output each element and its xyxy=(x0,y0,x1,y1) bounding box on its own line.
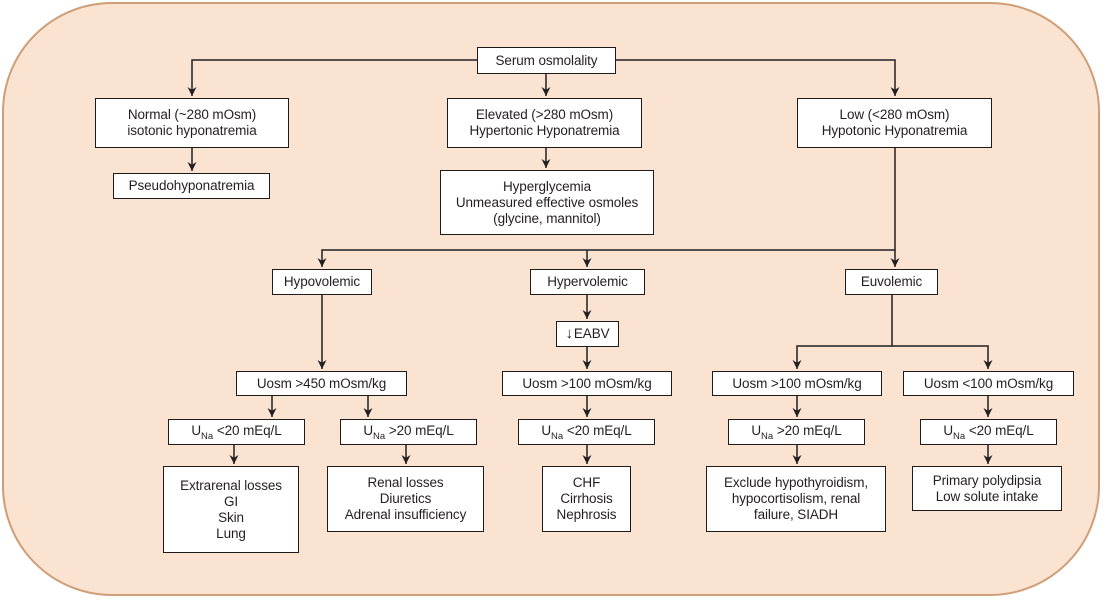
node-label: Hypovolemic xyxy=(283,274,361,289)
node-label: UNa <20 mEq/L xyxy=(921,423,1056,442)
node-hyperglycemia: Hyperglycemia Unmeasured effective osmol… xyxy=(440,170,654,235)
node-label: GI xyxy=(223,493,239,509)
una-base: U xyxy=(191,423,202,438)
node-label: Exclude hypothyroidism, xyxy=(723,475,869,490)
node-label: Cirrhosis xyxy=(560,491,613,506)
node-label: CHF xyxy=(572,475,601,490)
una-subscript: Na xyxy=(761,431,774,442)
node-extrarenal-losses: Extrarenal losses GI Skin Lung xyxy=(163,466,299,553)
node-label: ↓EABV xyxy=(557,326,618,342)
node-una-gt20-euvolemic: UNa >20 mEq/L xyxy=(728,419,865,445)
node-label: Pseudohyponatremia xyxy=(128,178,255,193)
node-uosm-gt100-hypervolemic: Uosm >100 mOsm/kg xyxy=(502,371,672,396)
node-label: UNa >20 mEq/L xyxy=(729,423,864,442)
node-label: Hypervolemic xyxy=(547,274,628,289)
node-una-lt20-hypovolemic: UNa <20 mEq/L xyxy=(168,419,305,445)
una-base: U xyxy=(541,423,552,438)
una-value: <20 mEq/L xyxy=(213,423,282,438)
una-subscript: Na xyxy=(551,431,564,442)
node-label: UNa <20 mEq/L xyxy=(169,423,304,442)
node-label: Elevated (>280 mOsm) xyxy=(475,107,614,122)
node-una-lt20-euvolemic: UNa <20 mEq/L xyxy=(920,419,1057,445)
node-label: Euvolemic xyxy=(860,274,923,289)
node-low-hypotonic: Low (<280 mOsm) Hypotonic Hyponatremia xyxy=(797,98,992,148)
node-una-gt20-hypovolemic: UNa >20 mEq/L xyxy=(340,419,477,445)
una-subscript: Na xyxy=(201,431,214,442)
connector-serum-to-low xyxy=(546,59,900,96)
node-label: (glycine, mannitol) xyxy=(493,210,601,226)
una-value: <20 mEq/L xyxy=(965,423,1034,438)
connector-low-to-hypovolemic xyxy=(317,148,896,267)
node-label: hypocortisolism, renal xyxy=(731,491,861,506)
node-euvolemic: Euvolemic xyxy=(845,269,938,295)
node-label: failure, SIADH xyxy=(753,507,839,522)
node-label: isotonic hyponatremia xyxy=(127,123,257,138)
node-hypovolemic: Hypovolemic xyxy=(272,269,372,295)
down-arrow-icon: ↓ xyxy=(565,325,573,342)
connector-serum-to-normal xyxy=(187,59,546,96)
node-una-lt20-hypervolemic: UNa <20 mEq/L xyxy=(518,419,655,445)
node-hypervolemic: Hypervolemic xyxy=(530,269,645,295)
una-value: >20 mEq/L xyxy=(385,423,454,438)
node-label: Unmeasured effective osmoles xyxy=(455,194,639,210)
node-label: Renal losses xyxy=(367,475,444,490)
una-base: U xyxy=(943,423,954,438)
node-label: Adrenal insufficiency xyxy=(344,507,467,522)
node-label: Hypertonic Hyponatremia xyxy=(469,123,620,138)
node-chf-cirrhosis-nephrosis: CHF Cirrhosis Nephrosis xyxy=(542,466,631,532)
node-label: Extrarenal losses xyxy=(180,477,282,493)
node-label: Low solute intake xyxy=(935,488,1039,504)
node-label: Primary polydipsia xyxy=(932,472,1042,488)
una-subscript: Na xyxy=(953,431,966,442)
node-uosm-gt100-euvolemic: Uosm >100 mOsm/kg xyxy=(712,371,882,396)
node-primary-polydipsia: Primary polydipsia Low solute intake xyxy=(912,466,1062,511)
node-uosm-gt450: Uosm >450 mOsm/kg xyxy=(236,371,407,396)
node-label: Hyperglycemia xyxy=(503,178,591,194)
una-value: <20 mEq/L xyxy=(563,423,632,438)
node-label: Uosm >100 mOsm/kg xyxy=(732,375,862,391)
node-label: Uosm <100 mOsm/kg xyxy=(923,375,1054,391)
node-decreased-eabv: ↓EABV xyxy=(556,321,619,347)
una-value: >20 mEq/L xyxy=(773,423,842,438)
node-label: Skin xyxy=(218,509,244,525)
connector-euvolemic-to-uosm-left xyxy=(792,295,893,369)
node-label: UNa <20 mEq/L xyxy=(519,423,654,442)
node-pseudohyponatremia: Pseudohyponatremia xyxy=(113,173,270,199)
una-base: U xyxy=(751,423,762,438)
node-label: Nephrosis xyxy=(556,507,617,522)
node-label: Lung xyxy=(216,525,246,541)
node-label: Uosm >450 mOsm/kg xyxy=(256,375,387,391)
node-label: Diuretics xyxy=(379,491,432,506)
node-label: Normal (~280 mOsm) xyxy=(127,107,257,122)
node-exclude-siadh: Exclude hypothyroidism, hypocortisolism,… xyxy=(706,466,886,532)
node-uosm-lt100-euvolemic: Uosm <100 mOsm/kg xyxy=(903,371,1074,396)
node-label: UNa >20 mEq/L xyxy=(341,423,476,442)
node-label: Uosm >100 mOsm/kg xyxy=(522,375,652,391)
node-renal-losses: Renal losses Diuretics Adrenal insuffici… xyxy=(327,466,484,532)
node-normal-isotonic: Normal (~280 mOsm) isotonic hyponatremia xyxy=(95,98,289,148)
node-label: Hypotonic Hyponatremia xyxy=(821,123,968,138)
node-label: Low (<280 mOsm) xyxy=(839,107,950,122)
una-subscript: Na xyxy=(373,431,386,442)
node-serum-osmolality: Serum osmolality xyxy=(477,47,616,74)
node-label: Serum osmolality xyxy=(495,52,598,68)
node-label-text: EABV xyxy=(573,326,610,341)
connector-euvolemic-to-uosm-right xyxy=(892,345,993,369)
node-elevated-hypertonic: Elevated (>280 mOsm) Hypertonic Hyponatr… xyxy=(447,98,642,148)
una-base: U xyxy=(363,423,374,438)
